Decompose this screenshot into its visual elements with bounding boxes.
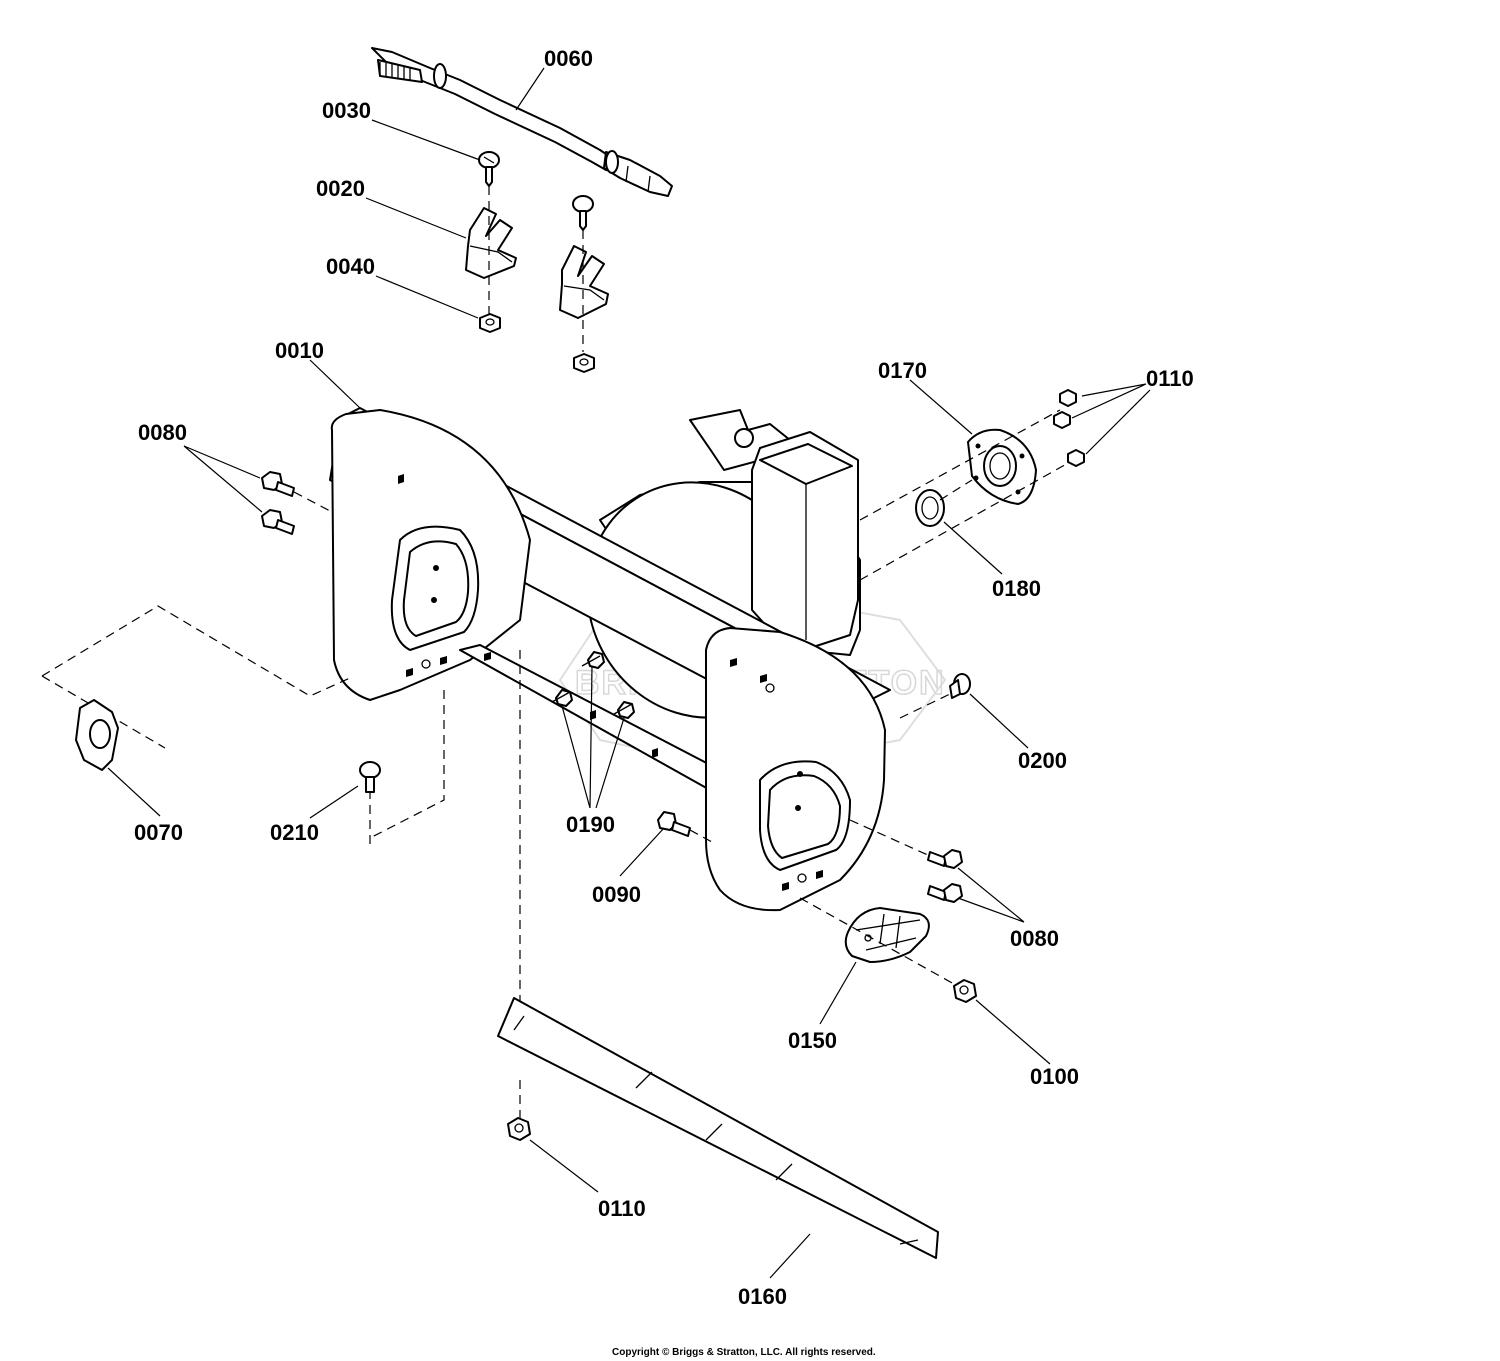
chute-bracket-left[interactable] xyxy=(465,207,517,279)
hex-bolt-0080-right-b[interactable] xyxy=(927,883,963,903)
callout-0080-left: 0080 xyxy=(138,420,187,445)
hex-bolt-0080-left-a[interactable] xyxy=(261,471,295,497)
callout-0190: 0190 xyxy=(566,812,615,837)
screw-0030-second[interactable] xyxy=(572,195,594,231)
flange-nut-0110-a[interactable] xyxy=(1059,389,1077,407)
flange-nut-0110-b[interactable] xyxy=(1053,411,1071,429)
callout-0060: 0060 xyxy=(544,46,593,71)
skid-shoe-0150[interactable] xyxy=(844,907,930,963)
bolt-0190-b[interactable] xyxy=(551,689,573,707)
callout-0180: 0180 xyxy=(992,576,1041,601)
hex-bolt-0080-right-a[interactable] xyxy=(927,849,963,869)
flange-nut-0110-c[interactable] xyxy=(1067,449,1085,467)
callout-0020: 0020 xyxy=(316,176,365,201)
bearing-flange-0170[interactable] xyxy=(967,428,1037,505)
callout-0070: 0070 xyxy=(134,820,183,845)
hex-nut-0040[interactable] xyxy=(479,313,501,333)
callout-0160: 0160 xyxy=(738,1284,787,1309)
bolt-0190-a[interactable] xyxy=(581,651,605,669)
callout-0040: 0040 xyxy=(326,254,375,279)
hex-nut-0040-second[interactable] xyxy=(573,353,595,373)
callout-0210: 0210 xyxy=(270,820,319,845)
hex-nut-0100[interactable] xyxy=(953,979,977,1003)
hex-nut-0110-bottom[interactable] xyxy=(507,1117,531,1141)
leader-lines xyxy=(107,67,1151,1279)
callout-labels: 0060 0030 0020 0040 0010 0170 0110 0080 … xyxy=(134,46,1194,1309)
carriage-bolt-0210[interactable] xyxy=(359,761,381,793)
bolt-0090[interactable] xyxy=(657,811,691,837)
callout-0200: 0200 xyxy=(1018,748,1067,773)
scraper-bar-0160[interactable] xyxy=(497,997,939,1259)
bearing-0180[interactable] xyxy=(915,489,945,527)
callout-0110-bottom: 0110 xyxy=(598,1196,646,1221)
auger-housing-0010[interactable] xyxy=(329,407,891,912)
callout-0170: 0170 xyxy=(878,358,927,383)
callout-0110-top: 0110 xyxy=(1146,366,1194,391)
callout-0080-right: 0080 xyxy=(1010,926,1059,951)
hex-bolt-0080-left-b[interactable] xyxy=(261,509,295,535)
chute-crank-rod[interactable] xyxy=(371,47,673,197)
bolt-0190-c[interactable] xyxy=(613,701,635,719)
callout-0030: 0030 xyxy=(322,98,371,123)
callout-0010: 0010 xyxy=(275,338,324,363)
screw-0030[interactable] xyxy=(478,151,500,187)
callout-0150: 0150 xyxy=(788,1028,837,1053)
copyright-notice: Copyright © Briggs & Stratton, LLC. All … xyxy=(612,1347,876,1358)
callout-0090: 0090 xyxy=(592,882,641,907)
chute-bracket-right[interactable] xyxy=(559,245,609,319)
bolt-0200[interactable] xyxy=(949,673,971,699)
callout-0100: 0100 xyxy=(1030,1064,1079,1089)
bearing-flange-0070[interactable] xyxy=(75,699,119,771)
